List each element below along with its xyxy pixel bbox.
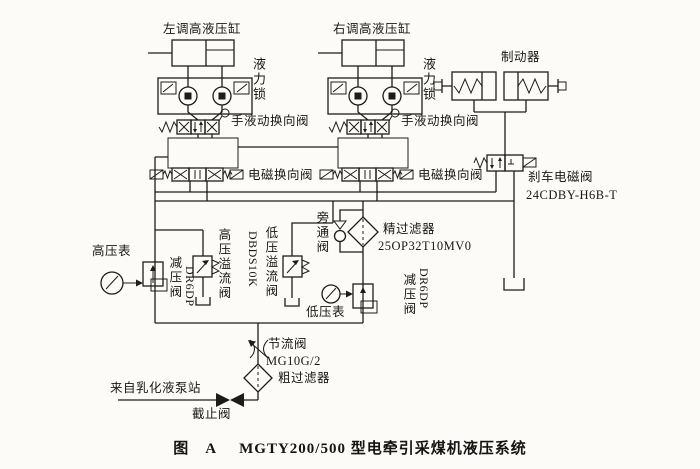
label-throttle-valve: 节流阀 [268,337,308,351]
label-supply-source: 来自乳化液泵站 [110,381,202,395]
figure-caption-title: MGTY200/500 型电牵引采煤机液压系统 [239,441,527,457]
figure-caption-fig: 图 [173,441,190,457]
label-right-cylinder: 右调高液压缸 [333,22,412,36]
label-reducing-valve-right: 减压阀 [401,273,416,317]
subplate-left [167,134,239,169]
label-manual-valve-right: 手液动换向阀 [401,114,480,128]
solenoid-directional-valve-left [149,167,244,201]
label-brake: 制动器 [501,50,541,64]
subplate-right [337,134,409,169]
label-reducing-valve-left-model: DR6DP [182,266,197,307]
manual-directional-valve-right [328,108,400,135]
high-pressure-relief-valve-symbol [192,255,221,306]
label-throttle-model: MG10G/2 [266,354,321,368]
label-fine-filter: 精过滤器 [383,222,436,236]
cylinder-symbol-right [318,39,405,87]
label-fine-filter-model: 25OP32T10MV0 [378,239,472,253]
label-stop-valve: 截止阀 [192,407,232,421]
cylinder-symbol-left [148,39,235,87]
reducing-valve-right-symbol [352,283,378,314]
figure-caption-letter: A [205,441,218,457]
label-solenoid-valve-left: 电磁换向阀 [248,168,314,182]
label-high-pressure-relief-valve: 高压溢流阀 [216,228,231,301]
bypass-valve-symbol [333,209,363,253]
hydraulic-lock-symbol-left [157,77,253,121]
label-brake-solenoid-valve: 刹车电磁阀 [528,170,594,184]
label-left-cylinder: 左调高液压缸 [163,22,242,36]
label-reducing-valve-left: 减压阀 [167,256,182,300]
label-brake-solenoid-model: 24CDBY-H6B-T [526,188,618,202]
brake-solenoid-valve-symbol [473,154,537,291]
fine-filter-symbol [347,216,379,248]
manual-directional-valve-left [158,108,230,135]
brake-actuators [433,71,567,155]
high-pressure-gauge-symbol [100,271,143,295]
hydraulic-lock-symbol-right [327,77,423,121]
label-low-pressure-relief-valve: 低压溢流阀 [263,226,278,299]
solenoid-directional-valve-right [319,167,414,201]
label-manual-valve-left: 手液动换向阀 [231,114,310,128]
low-pressure-gauge-symbol [321,284,353,304]
throttle-valve-symbol [248,323,269,364]
hydraulic-schematic [100,39,567,407]
coarse-filter-symbol [243,363,273,400]
label-high-pressure-relief-model: DBDS10K [245,231,260,288]
manifold-lines [154,146,514,324]
label-high-pressure-gauge: 高压表 [92,244,132,258]
label-hydraulic-lock-left: 液力锁 [250,57,266,102]
stop-valve-symbol [118,393,258,407]
label-hydraulic-lock-right: 液力锁 [420,57,436,102]
label-solenoid-valve-right: 电磁换向阀 [418,168,484,182]
label-reducing-valve-right-model: DR6DP [416,268,431,309]
low-pressure-relief-valve-symbol [282,255,311,307]
reducing-valve-left-symbol [142,261,168,292]
label-low-pressure-gauge: 低压表 [306,305,346,319]
label-coarse-filter: 粗过滤器 [278,371,331,385]
label-bypass-valve: 旁通阀 [314,211,329,255]
